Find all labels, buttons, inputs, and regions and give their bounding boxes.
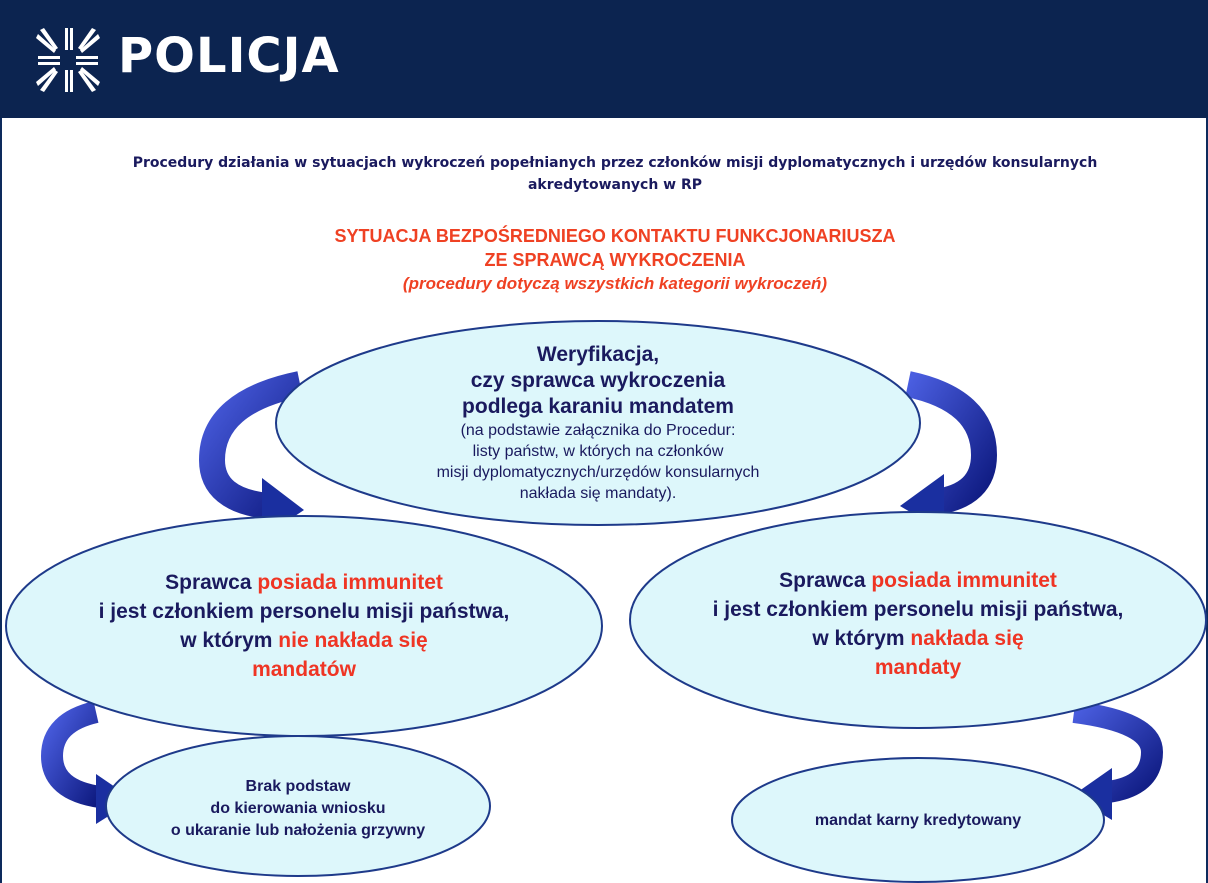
- situation-note: (procedury dotyczą wszystkich kategorii …: [402, 274, 828, 293]
- bottom-right-result-text: mandat karny kredytowany: [758, 810, 1078, 832]
- verification-title-2: czy sprawca wykroczenia: [470, 369, 726, 392]
- left-no-fine-label: nie nakłada się: [278, 629, 428, 652]
- left-condition-text: Sprawca posiada immunitet i jest członki…: [42, 568, 566, 684]
- verification-title-3: podlega karaniu mandatem: [462, 395, 734, 418]
- verification-note-4: nakłada się mandaty).: [519, 485, 677, 502]
- bottom-right-result-ellipse: [731, 757, 1105, 883]
- right-condition-text: Sprawca posiada immunitet i jest członki…: [650, 566, 1186, 682]
- right-sprawca-label: Sprawca: [779, 569, 872, 592]
- bottom-left-line-3: o ukaranie lub nałożenia grzywny: [170, 822, 426, 839]
- verification-note-1: (na podstawie załącznika do Procedur:: [460, 422, 736, 439]
- situation-line-1: SYTUACJA BEZPOŚREDNIEGO KONTAKTU FUNKCJO…: [334, 226, 896, 246]
- right-condition-ellipse: [629, 511, 1207, 729]
- right-fine-label: nakłada się: [910, 627, 1024, 650]
- left-sprawca-label: Sprawca: [165, 571, 258, 594]
- verification-note-2: listy państw, w których na członków: [472, 443, 724, 460]
- left-immunity-label: posiada immunitet: [257, 571, 443, 594]
- right-country-label: w którym: [812, 627, 911, 650]
- left-fines-label: mandatów: [252, 658, 356, 681]
- left-country-label: w którym: [180, 629, 279, 652]
- bottom-right-line-1: mandat karny kredytowany: [814, 812, 1022, 829]
- verification-title-1: Weryfikacja,: [536, 343, 660, 366]
- subtitle-line-1: Procedury działania w sytuacjach wykrocz…: [132, 155, 1098, 171]
- arrow-bottom-right: [1072, 701, 1164, 820]
- bottom-left-line-2: do kierowania wniosku: [210, 800, 386, 817]
- header-bar: POLICJA: [0, 0, 1208, 118]
- left-member-label: i jest członkiem personelu misji państwa…: [98, 600, 510, 623]
- right-fines-label: mandaty: [874, 656, 962, 679]
- verification-node-text: Weryfikacja, czy sprawca wykroczenia pod…: [330, 342, 866, 504]
- bottom-left-line-1: Brak podstaw: [245, 778, 351, 795]
- subtitle-line-2: akredytowanych w RP: [527, 177, 703, 193]
- police-star-logo: [36, 28, 100, 92]
- bottom-left-result-ellipse: [105, 735, 491, 877]
- verification-ellipse: [275, 320, 921, 526]
- bottom-left-result-text: Brak podstaw do kierowania wniosku o uka…: [118, 776, 478, 842]
- right-immunity-label: posiada immunitet: [871, 569, 1057, 592]
- situation-heading: SYTUACJA BEZPOŚREDNIEGO KONTAKTU FUNKCJO…: [200, 224, 1030, 296]
- right-member-label: i jest członkiem personelu misji państwa…: [712, 598, 1124, 621]
- brand-title: POLICJA: [118, 28, 340, 84]
- verification-note-3: misji dyplomatycznych/urzędów konsularny…: [436, 464, 760, 481]
- document-subtitle: Procedury działania w sytuacjach wykrocz…: [90, 152, 1140, 196]
- situation-line-2: ZE SPRAWCĄ WYKROCZENIA: [484, 250, 746, 270]
